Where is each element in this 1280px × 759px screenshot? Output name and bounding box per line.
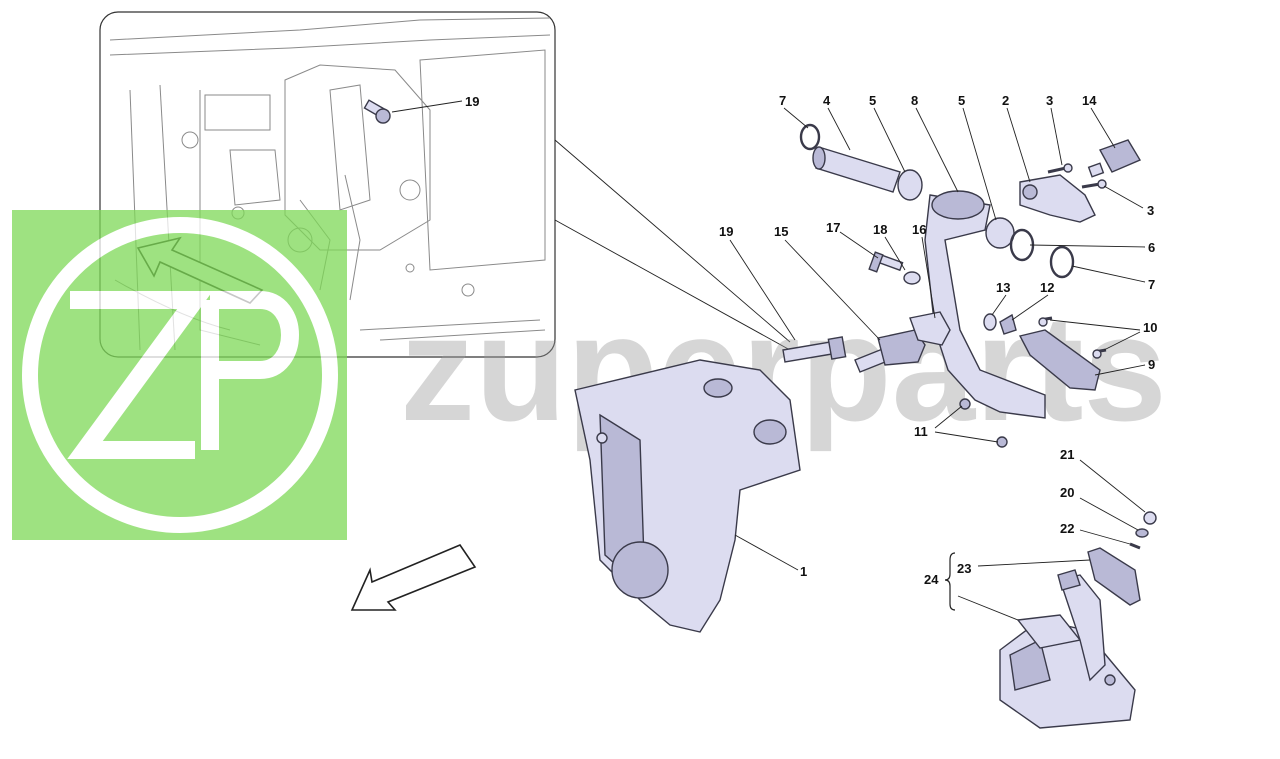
callout-17: 17 [826,220,840,235]
projection-line-lower [554,219,791,351]
callout-18: 18 [873,222,887,237]
nut-21 [1143,511,1157,525]
callout-16: 16 [912,222,926,237]
brake-light-switch [1087,139,1142,178]
callout-8: 8 [911,93,918,108]
accelerator-pad [1087,547,1141,606]
callout-22: 22 [1060,521,1074,536]
screw-3-upper [1047,163,1073,174]
brace-24 [944,552,956,611]
watermark-logo-square [12,210,347,540]
nut-11-upper [959,398,971,410]
screw-10-upper [1038,316,1053,327]
pedal-pad [1018,329,1101,391]
callout-21: 21 [1060,447,1074,462]
callout-13: 13 [996,280,1010,295]
bushing-5-left [897,169,923,201]
bolt-19 [782,336,847,363]
callout-12: 12 [1040,280,1054,295]
callout-10: 10 [1143,320,1157,335]
callout-7-lower: 7 [1148,277,1155,292]
callout-4: 4 [823,93,831,108]
inset-callout-19: 19 [465,94,479,109]
pushrod-fork [854,311,951,373]
switch-bracket [1019,174,1096,223]
ring-7-lower [1049,245,1075,279]
callout-23: 23 [957,561,971,576]
callout-19: 19 [719,224,733,239]
inset-bolt-19 [363,99,391,124]
pedal-box-housing [574,359,801,633]
accelerator-pedal-assembly [999,569,1136,729]
callout-24: 24 [924,572,939,587]
watermark: zuperparts [12,210,1167,540]
washer-20 [1135,528,1149,538]
bushing-5-right [985,217,1015,249]
projection-line-upper [554,139,791,343]
callout-7-upper: 7 [779,93,786,108]
callout-6: 6 [1148,240,1155,255]
callout-14: 14 [1082,93,1097,108]
nut-11-lower [996,436,1008,448]
washer-13 [983,313,997,331]
clip-22 [1129,542,1141,550]
direction-arrow [350,544,477,611]
ring-7-upper [799,123,821,151]
callout-5-left: 5 [869,93,876,108]
screw-10-lower [1092,348,1107,359]
callout-11: 11 [914,424,928,439]
callout-15: 15 [774,224,788,239]
callout-2: 2 [1002,93,1009,108]
callout-3-lower: 3 [1147,203,1154,218]
callout-3-upper: 3 [1046,93,1053,108]
bushing-18 [903,271,921,285]
callout-5-right: 5 [958,93,965,108]
callout-20: 20 [1060,485,1074,500]
screw-3-lower [1081,179,1107,189]
pivot-shaft [812,146,901,193]
callout-1: 1 [800,564,807,579]
ring-6 [1009,228,1035,262]
callout-9: 9 [1148,357,1155,372]
